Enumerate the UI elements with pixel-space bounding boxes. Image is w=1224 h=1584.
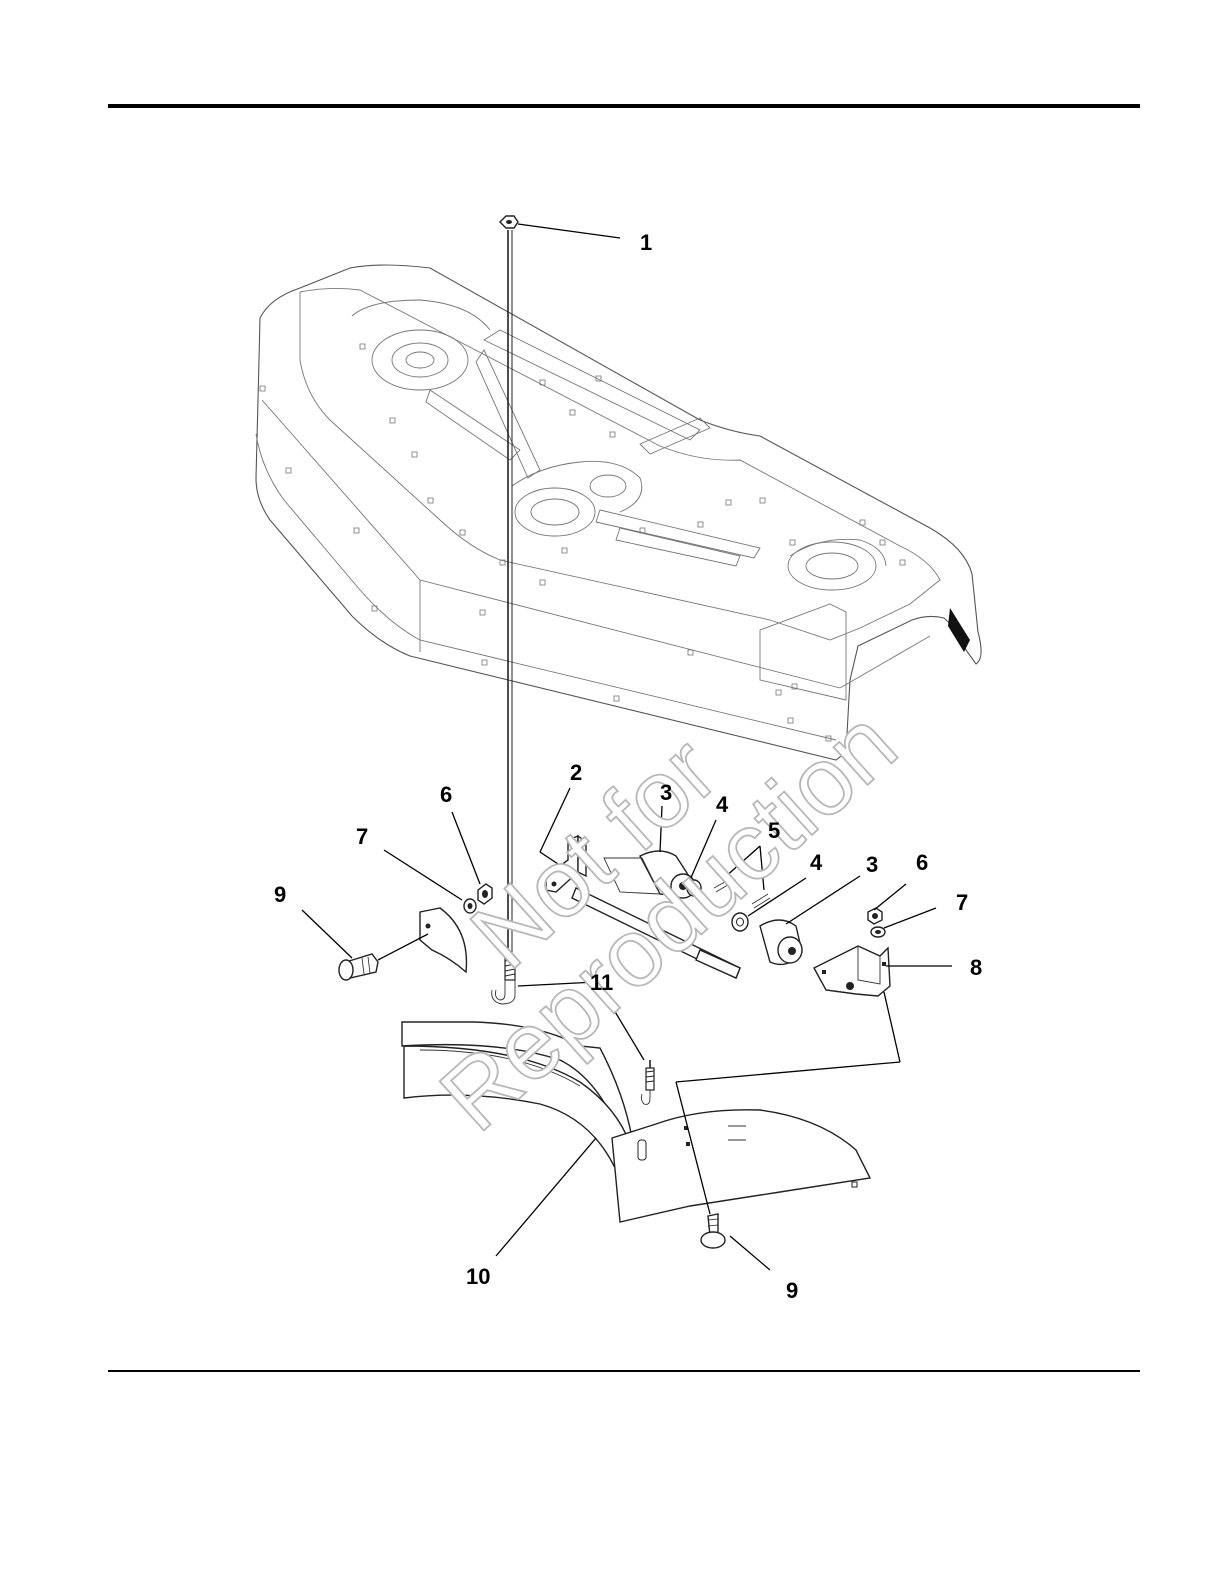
mower-deck	[256, 265, 981, 760]
callout-3-left: 3	[660, 780, 672, 805]
callout-6-left: 6	[440, 782, 452, 807]
callout-7-right: 7	[956, 890, 968, 915]
callout-7-left: 7	[356, 824, 368, 849]
part-9-carriage-bolt-left	[339, 954, 378, 980]
callout-1: 1	[640, 230, 652, 255]
callout-4-left: 4	[716, 792, 729, 817]
callout-4-right: 4	[810, 850, 823, 875]
callout-6-right: 6	[916, 850, 928, 875]
part-1-nut	[500, 216, 518, 228]
callout-2: 2	[570, 760, 582, 785]
part-8-pivot-bracket	[814, 946, 890, 996]
callout-8: 8	[970, 955, 982, 980]
part-6-nut-right	[868, 908, 882, 924]
callout-9-left: 9	[274, 882, 286, 907]
callout-3-right: 3	[866, 852, 878, 877]
callout-10: 10	[466, 1264, 490, 1289]
callout-5: 5	[768, 818, 780, 843]
part-3-spacer-right	[760, 920, 802, 964]
part-11-j-hook	[641, 1060, 654, 1104]
callout-9-right: 9	[786, 1278, 798, 1303]
part-7-washer-right	[871, 927, 885, 937]
part-9-carriage-bolt-right	[701, 1214, 725, 1248]
callout-11: 11	[590, 970, 613, 995]
